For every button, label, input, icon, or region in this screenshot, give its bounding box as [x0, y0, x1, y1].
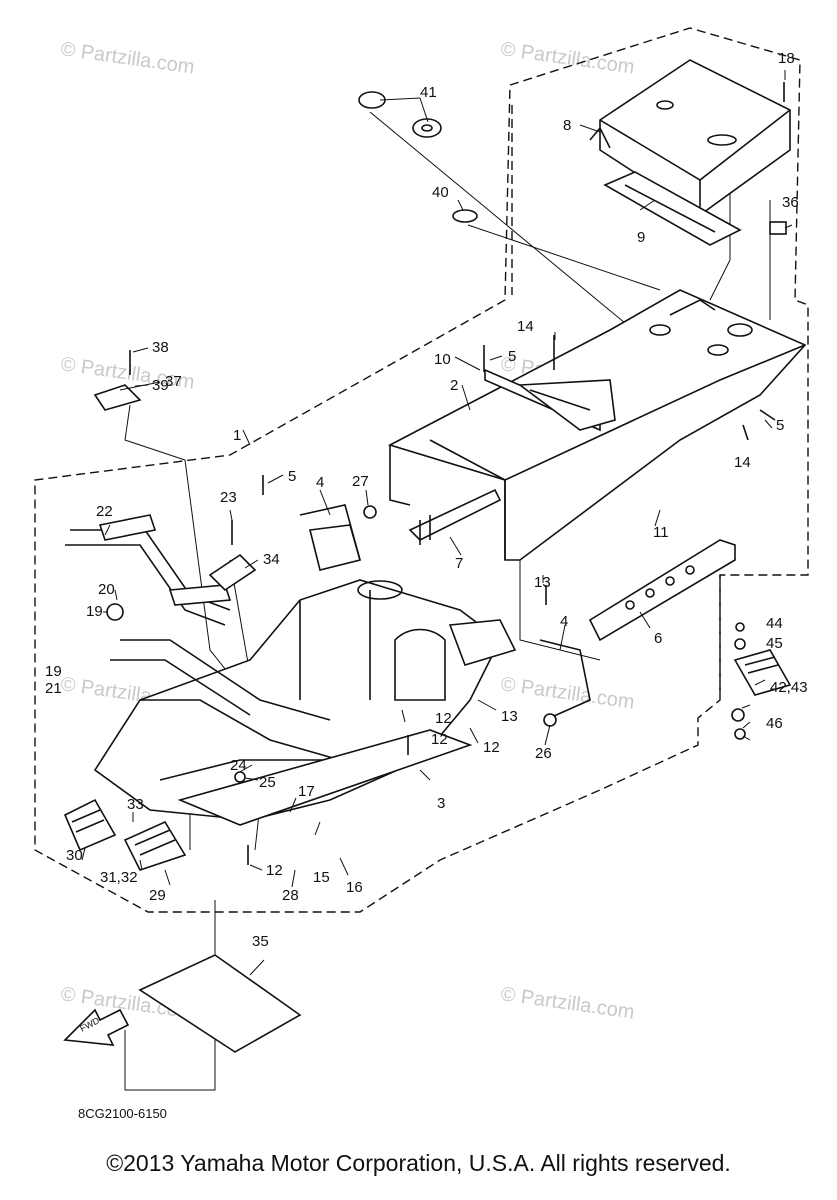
part-3-skid — [177, 729, 473, 826]
callout-label: 34 — [263, 551, 280, 568]
callout-label: 44 — [766, 615, 783, 632]
callout-label: 33 — [127, 796, 144, 813]
callout-label: 45 — [766, 635, 783, 652]
callout-label: 19 — [45, 663, 62, 680]
part-7-plate — [408, 488, 502, 545]
callout-label: 14 — [517, 318, 534, 335]
callout-label: 21 — [45, 680, 62, 697]
part-seat-bracket — [589, 59, 791, 216]
part-44-screw — [735, 622, 745, 632]
part-10-rails — [484, 368, 616, 432]
callout-label: 12 — [483, 739, 500, 756]
callout-label: 5 — [776, 417, 784, 434]
callout-label: 2 — [450, 377, 458, 394]
callout-label: 7 — [455, 555, 463, 572]
diagram-code: 8CG2100-6150 — [78, 1106, 167, 1121]
callout-label: 13 — [501, 708, 518, 725]
callout-label: 19 — [86, 603, 103, 620]
callout-label: 27 — [352, 473, 369, 490]
watermark: © Partzilla.com — [499, 38, 636, 79]
callout-label: 12 — [266, 862, 283, 879]
callout-label: 26 — [535, 745, 552, 762]
assembly-boundaries — [34, 27, 809, 913]
watermark: © Partzilla.com — [59, 38, 196, 79]
callout-label: 22 — [96, 503, 113, 520]
part-6-rail — [588, 539, 736, 642]
callout-label: 16 — [346, 879, 363, 896]
callout-label: 37 — [165, 373, 182, 390]
callout-label: 14 — [734, 454, 751, 471]
part-37-bracket — [93, 384, 142, 411]
copyright-notice: ©2013 Yamaha Motor Corporation, U.S.A. A… — [106, 1150, 731, 1176]
callout-label: 12 — [435, 710, 452, 727]
callout-label: 40 — [432, 184, 449, 201]
callout-label: 9 — [637, 229, 645, 246]
part-40-grommet — [452, 209, 478, 223]
callout-label: 28 — [282, 887, 299, 904]
callout-label: 1 — [233, 427, 241, 444]
callout-label: 41 — [420, 84, 437, 101]
callout-label: 18 — [778, 50, 795, 67]
part-42-pad — [733, 649, 792, 696]
callout-label: 25 — [259, 774, 276, 791]
callout-label: 13 — [534, 574, 551, 591]
callout-label: 23 — [220, 489, 237, 506]
callout-label: 4 — [560, 613, 568, 630]
callout-label: 42,43 — [770, 679, 808, 696]
callout-label: 11 — [653, 524, 669, 541]
part-rail-plate — [603, 171, 742, 246]
callout-label: 20 — [98, 581, 115, 598]
callout-label: 17 — [298, 783, 315, 800]
callout-label: 38 — [152, 339, 169, 356]
part-34-clip — [208, 553, 257, 592]
part-footrests — [63, 798, 187, 871]
callout-label: 12 — [431, 731, 448, 748]
callout-label: 29 — [149, 887, 166, 904]
callout-label: 35 — [252, 933, 269, 950]
callout-label: 10 — [434, 351, 451, 368]
part-36-pad — [769, 221, 787, 235]
callout-label: 46 — [766, 715, 783, 732]
callout-label: 39 — [152, 377, 169, 394]
callout-label: 30 — [66, 847, 83, 864]
callout-label: 3 — [437, 795, 445, 812]
part-45-washer — [734, 638, 746, 650]
callout-label: 15 — [313, 869, 330, 886]
watermark: © Partzilla.com — [499, 673, 636, 714]
callout-label: 8 — [563, 117, 571, 134]
fwd-arrow: FWD — [63, 1008, 130, 1046]
callout-label: 5 — [288, 468, 296, 485]
callout-label: 36 — [782, 194, 799, 211]
callout-leaders — [81, 70, 793, 976]
callout-label: 24 — [230, 757, 247, 774]
part-4-handles — [299, 504, 591, 721]
watermark: © Partzilla.com — [499, 983, 636, 1024]
callout-label: 31,32 — [100, 869, 138, 886]
callout-label: 4 — [316, 474, 324, 491]
callouts: 1 2 3 4 4 5 5 5 6 7 8 9 10 11 12 12 12 1… — [45, 50, 808, 950]
callout-label: 6 — [654, 630, 662, 647]
part-35-panel — [138, 954, 302, 1053]
callout-label: 5 — [508, 348, 516, 365]
